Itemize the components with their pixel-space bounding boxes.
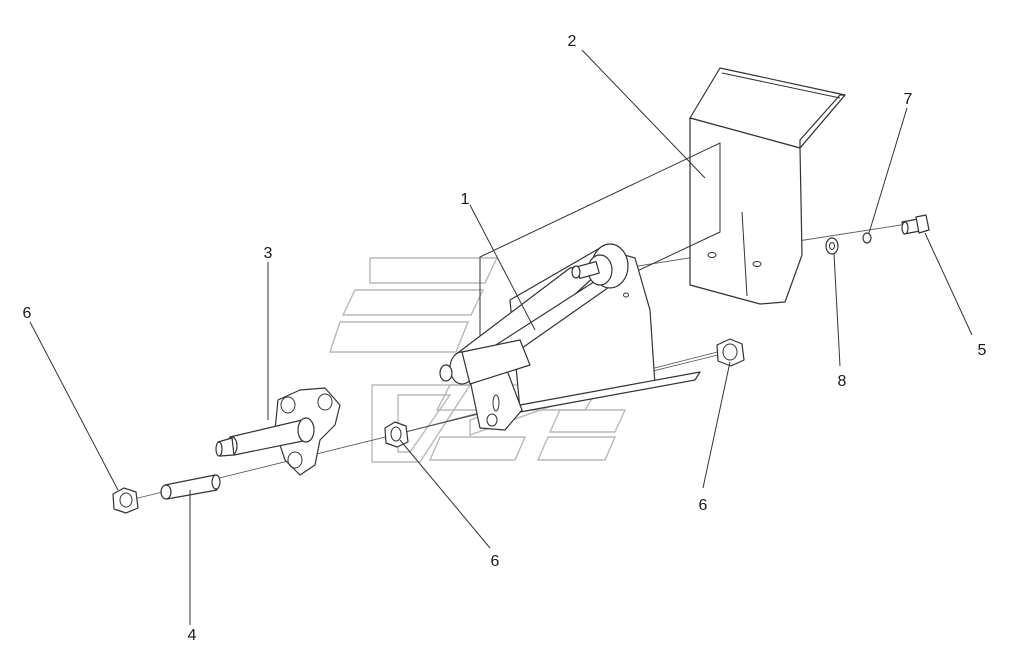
callout-bolt: 5	[978, 342, 987, 359]
callout-nut-right: 6	[699, 497, 708, 514]
callout-nut-center: 6	[491, 553, 500, 570]
callout-bracket: 1	[461, 191, 470, 208]
callouts: 1 2 3 4 5 6 6 6 7 8	[23, 33, 987, 644]
flat-washer-part	[825, 237, 839, 255]
leader-lines	[29, 49, 973, 625]
sleeve-part	[160, 474, 221, 500]
nut-right-part	[716, 338, 745, 367]
cover-part	[479, 67, 846, 346]
callout-sleeve: 4	[188, 627, 197, 644]
axle-plate-part	[215, 387, 341, 476]
nut-center-part	[384, 421, 409, 448]
nut-left-part	[112, 487, 139, 514]
callout-flat-washer: 8	[838, 373, 847, 390]
callout-cover: 2	[568, 33, 577, 50]
bracket-part	[439, 243, 701, 431]
callout-spring-washer: 7	[904, 91, 913, 108]
bolt-part	[901, 214, 930, 235]
callout-axle-plate: 3	[264, 245, 273, 262]
callout-nut-left: 6	[23, 305, 32, 322]
spring-washer-part	[862, 232, 872, 244]
